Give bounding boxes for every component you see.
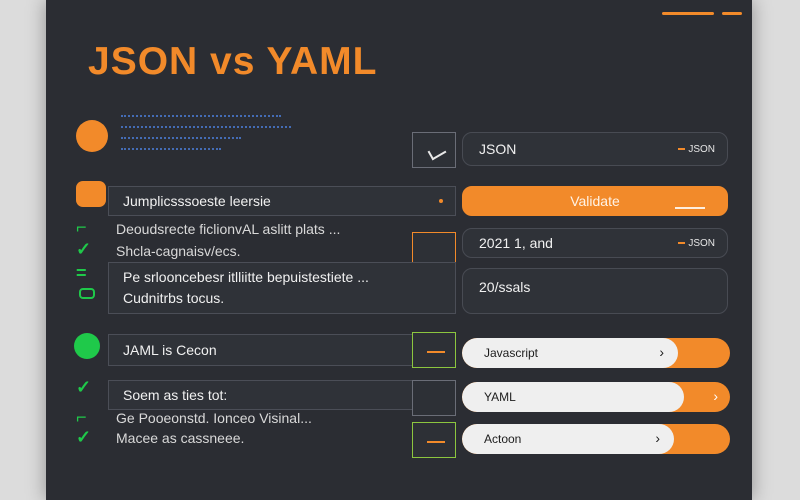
- app-window: JSON vs YAML JSON JSON Jumplicsssoeste l…: [46, 0, 752, 500]
- result-field-label: 20/ssals: [479, 279, 531, 295]
- desc-line: Cudnitrbs tocus.: [123, 290, 225, 306]
- desc-line: Macee as cassneee.: [116, 430, 245, 446]
- desc-line: Ge Pooeonstd. Ionceo Visinal...: [116, 410, 312, 426]
- green-play-icon: [74, 333, 100, 359]
- green-check-icon: =: [76, 263, 87, 283]
- toggle-knob: Javascript ›: [462, 338, 678, 368]
- description-field[interactable]: Pe srlooncebesr itlliitte bepuistestiete…: [108, 262, 456, 314]
- jump-field[interactable]: Jumplicsssoeste leersie: [108, 186, 456, 216]
- green-check-icon: ⌐: [76, 407, 87, 427]
- indicator-dot-icon: [439, 199, 443, 203]
- toggle-label: YAML: [484, 390, 516, 404]
- dash-icon: [675, 207, 705, 209]
- validate-button-label: Validate: [570, 193, 620, 209]
- dash-icon: [427, 351, 445, 353]
- validate-button[interactable]: Validate: [462, 186, 728, 216]
- yaml-label-field[interactable]: JAML is Cecon: [108, 334, 456, 366]
- json-check-box[interactable]: [412, 132, 456, 168]
- dash-icon: [427, 441, 445, 443]
- json-field-label: JSON: [479, 141, 517, 157]
- desc-line: Shcla-cagnaisv/ecs.: [116, 243, 241, 259]
- jump-field-label: Jumplicsssoeste leersie: [123, 193, 271, 209]
- action-box[interactable]: [412, 422, 456, 458]
- green-check-icon: ✓: [76, 427, 92, 447]
- desc-line: Deoudsrecte ficlionvAL aslitt plats ...: [116, 221, 341, 237]
- javascript-toggle[interactable]: Javascript ›: [462, 338, 730, 368]
- chevron-right-icon: ›: [713, 388, 718, 404]
- json-field[interactable]: JSON JSON: [462, 132, 728, 166]
- description-placeholder: [121, 115, 301, 159]
- chevron-right-icon: ›: [659, 344, 664, 360]
- yaml-check-box[interactable]: [412, 332, 456, 368]
- header-circle-icon: [76, 120, 108, 152]
- orange-badge-icon: [76, 181, 106, 207]
- accent-line-icon: [722, 12, 742, 15]
- green-check-icon: ✓: [76, 239, 92, 259]
- toggle-label: Javascript: [484, 346, 539, 360]
- toggle-label: Actoon: [484, 432, 522, 446]
- settings-field[interactable]: Soem as ties tot:: [108, 380, 456, 410]
- action-toggle[interactable]: Actoon ›: [462, 424, 730, 454]
- yaml-field-label: JAML is Cecon: [123, 342, 217, 358]
- result-field[interactable]: 20/ssals: [462, 268, 728, 314]
- json-field-meta: JSON: [678, 144, 715, 155]
- accent-line-icon: [662, 12, 714, 15]
- checkmark-icon: [427, 143, 447, 161]
- green-pill-icon: [79, 288, 95, 299]
- page-title: JSON vs YAML: [88, 40, 378, 83]
- value-field-meta: JSON: [678, 238, 715, 249]
- toggle-knob: Actoon ›: [462, 424, 674, 454]
- desc-line: Pe srlooncebesr itlliitte bepuistestiete…: [123, 269, 369, 285]
- green-check-icon: ⌐: [76, 217, 87, 237]
- toggle-knob: YAML: [462, 382, 684, 412]
- green-check-icon: ✓: [76, 377, 92, 397]
- yaml-toggle[interactable]: YAML ›: [462, 382, 730, 412]
- chevron-right-icon: ›: [655, 430, 660, 446]
- settings-box[interactable]: [412, 380, 456, 416]
- value-field[interactable]: 2021 1, and JSON: [462, 228, 728, 258]
- value-field-label: 2021 1, and: [479, 235, 553, 251]
- settings-field-label: Soem as ties tot:: [123, 387, 228, 403]
